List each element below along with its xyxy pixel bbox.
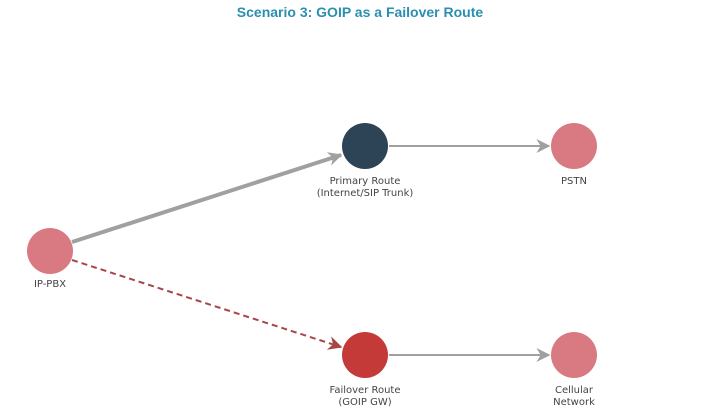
edge-ippbx-to-failover — [71, 259, 343, 350]
node-primary-route[interactable]: Primary Route (Internet/SIP Trunk) — [315, 123, 415, 201]
node-failover-route[interactable]: Failover Route (GOIP GW) — [328, 332, 402, 410]
diagram-title: Scenario 3: GOIP as a Failover Route — [236, 4, 484, 20]
node-label: Cellular — [555, 385, 594, 396]
node-label: (Internet/SIP Trunk) — [317, 188, 414, 199]
node-ip-pbx[interactable]: IP-PBX — [27, 228, 73, 292]
node-label: Failover Route — [329, 385, 400, 396]
node-label: Network — [553, 397, 595, 408]
node-label: IP-PBX — [34, 279, 66, 290]
node-cellular-network[interactable]: Cellular Network — [551, 332, 597, 410]
node-label: Primary Route — [330, 176, 401, 187]
node-label: PSTN — [561, 176, 587, 187]
node-pstn[interactable]: PSTN — [551, 123, 597, 189]
node-label: (GOIP GW) — [338, 397, 391, 408]
edge-ippbx-to-primary — [71, 152, 343, 244]
